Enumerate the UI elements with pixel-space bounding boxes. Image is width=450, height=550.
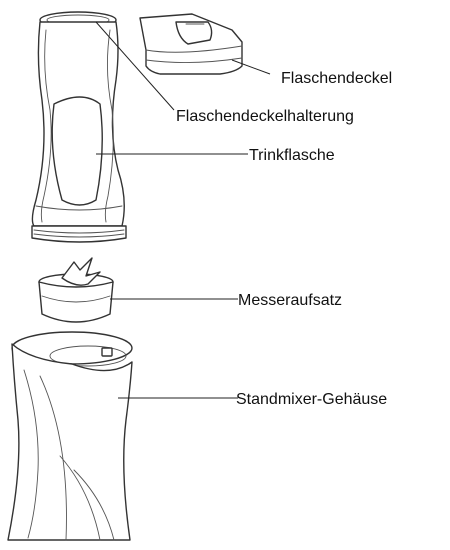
blade-attachment [39, 258, 113, 322]
label-blade-attachment: Messeraufsatz [238, 292, 342, 309]
callout-labels: Flaschendeckel Flaschendeckelhalterung T… [176, 70, 392, 408]
drinking-bottle [32, 12, 126, 242]
bottle-lid [140, 14, 242, 74]
label-bottle-lid: Flaschendeckel [281, 70, 392, 87]
mixer-housing [8, 332, 132, 540]
label-lid-holder: Flaschendeckelhalterung [176, 108, 354, 125]
label-mixer-housing: Standmixer-Gehäuse [236, 391, 387, 408]
label-drinking-bottle: Trinkflasche [249, 147, 335, 164]
